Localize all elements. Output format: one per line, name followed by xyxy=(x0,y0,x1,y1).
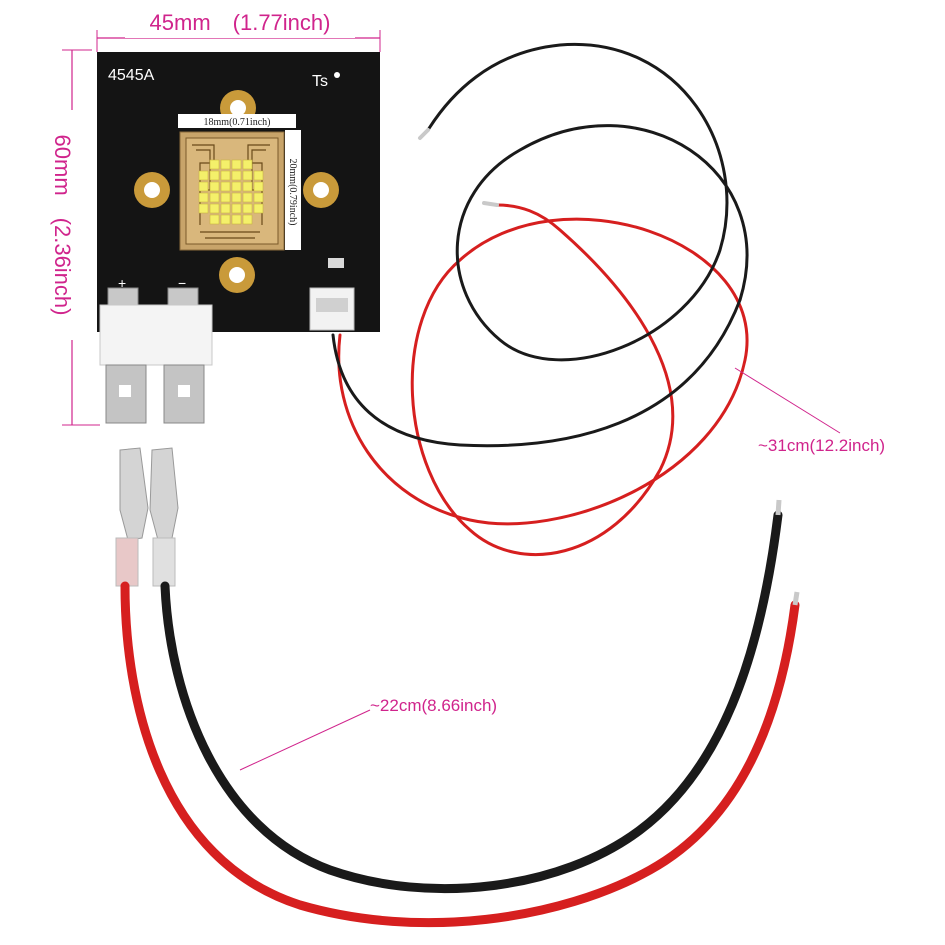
led-die xyxy=(231,181,242,192)
led-die xyxy=(209,203,220,214)
led-die xyxy=(231,214,242,225)
chip-width-label: 18mm(0.71inch) xyxy=(204,117,271,128)
led-die xyxy=(231,170,242,181)
model-label: 4545A xyxy=(108,67,155,84)
led-die xyxy=(242,192,253,203)
led-die xyxy=(253,170,264,181)
short-black-wire xyxy=(160,510,783,894)
short-cable xyxy=(115,447,800,928)
led-die xyxy=(220,181,231,192)
led-die xyxy=(220,214,231,225)
brand-dot xyxy=(334,72,340,78)
led-die xyxy=(209,181,220,192)
wire-connector xyxy=(309,258,355,331)
led-die xyxy=(231,159,242,170)
led-die xyxy=(242,203,253,214)
minus-label: − xyxy=(178,275,186,291)
long-black-wire xyxy=(331,42,749,448)
brand-label: Ts xyxy=(312,73,328,90)
led-die xyxy=(231,192,242,203)
led-die xyxy=(242,181,253,192)
height-label: 60mm (2.36inch) xyxy=(50,135,75,316)
led-die xyxy=(220,203,231,214)
long-wire-label: ~31cm(12.2inch) xyxy=(758,436,885,455)
led-die xyxy=(209,214,220,225)
long-wires xyxy=(331,42,749,557)
chip-label-box xyxy=(178,114,296,128)
led-die xyxy=(231,203,242,214)
spade-connectors xyxy=(115,447,179,587)
led-die xyxy=(209,159,220,170)
led-die xyxy=(198,181,209,192)
led-die xyxy=(242,170,253,181)
short-wire-callout: ~22cm(8.66inch) xyxy=(239,696,497,771)
led-die xyxy=(198,203,209,214)
board-terminal xyxy=(99,287,213,424)
led-die xyxy=(220,192,231,203)
led-die xyxy=(209,192,220,203)
chip-height-label: 20mm(0.79inch) xyxy=(287,159,298,226)
short-wire-label: ~22cm(8.66inch) xyxy=(370,696,497,715)
led-die xyxy=(220,170,231,181)
led-die xyxy=(198,170,209,181)
led-pcb-board: 4545A Ts 18mm(0.71inch) 20mm(0.79inch) xyxy=(97,52,380,332)
chip-height-box xyxy=(285,130,301,250)
led-die xyxy=(220,159,231,170)
width-dimension: 45mm (1.77inch) xyxy=(96,8,381,52)
height-dimension: 60mm (2.36inch) xyxy=(45,49,100,426)
led-die xyxy=(198,192,209,203)
led-die xyxy=(253,181,264,192)
led-chip xyxy=(179,131,285,251)
led-die xyxy=(209,170,220,181)
led-die xyxy=(253,203,264,214)
led-die xyxy=(242,214,253,225)
long-wire-callout: ~31cm(12.2inch) xyxy=(734,367,885,455)
led-array xyxy=(198,159,264,225)
led-die xyxy=(253,192,264,203)
long-red-wire xyxy=(337,203,749,557)
led-die xyxy=(242,159,253,170)
plus-label: + xyxy=(118,275,126,291)
short-red-wire xyxy=(120,581,800,928)
width-label: 45mm (1.77inch) xyxy=(150,10,331,35)
